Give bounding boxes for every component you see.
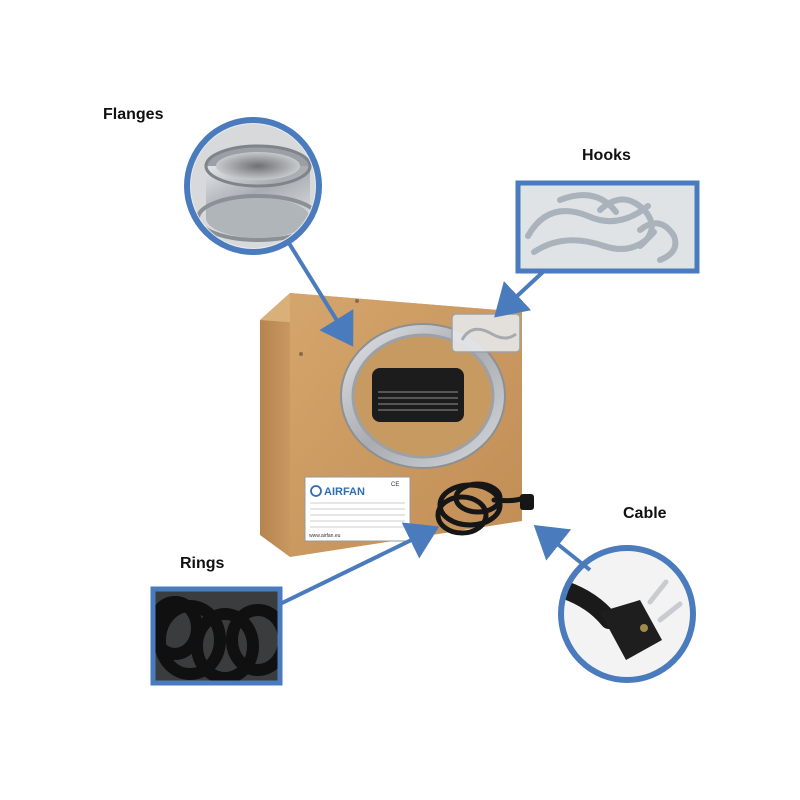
- flanges-arrow: [285, 238, 354, 347]
- fan-opening: [372, 368, 464, 422]
- hooks-arrow: [494, 269, 546, 318]
- callout-arrows: [279, 238, 592, 606]
- rings-inset: [150, 586, 283, 686]
- box-side-face: [260, 293, 290, 557]
- hooks-label: Hooks: [582, 147, 631, 164]
- box-hooks-bag: [451, 313, 521, 353]
- ce-mark: CE: [391, 482, 399, 488]
- box-coiled-cable: [435, 481, 534, 536]
- website: www.airfan.eu: [309, 533, 341, 539]
- rings-arrow: [279, 522, 440, 606]
- box-flange: [340, 323, 506, 469]
- flanges-inset: [184, 117, 322, 255]
- flanges-label: Flanges: [103, 106, 164, 123]
- rings-label: Rings: [180, 555, 225, 572]
- fan-box: AIRFAN CE www.airfan.eu: [260, 293, 534, 557]
- product-label-sticker: AIRFAN CE www.airfan.eu: [304, 476, 411, 542]
- cable-label: Cable: [623, 505, 667, 522]
- cable-arrow: [533, 525, 592, 572]
- cable-inset: [558, 545, 696, 683]
- hooks-inset: [515, 180, 700, 274]
- brand-name: AIRFAN: [324, 486, 365, 498]
